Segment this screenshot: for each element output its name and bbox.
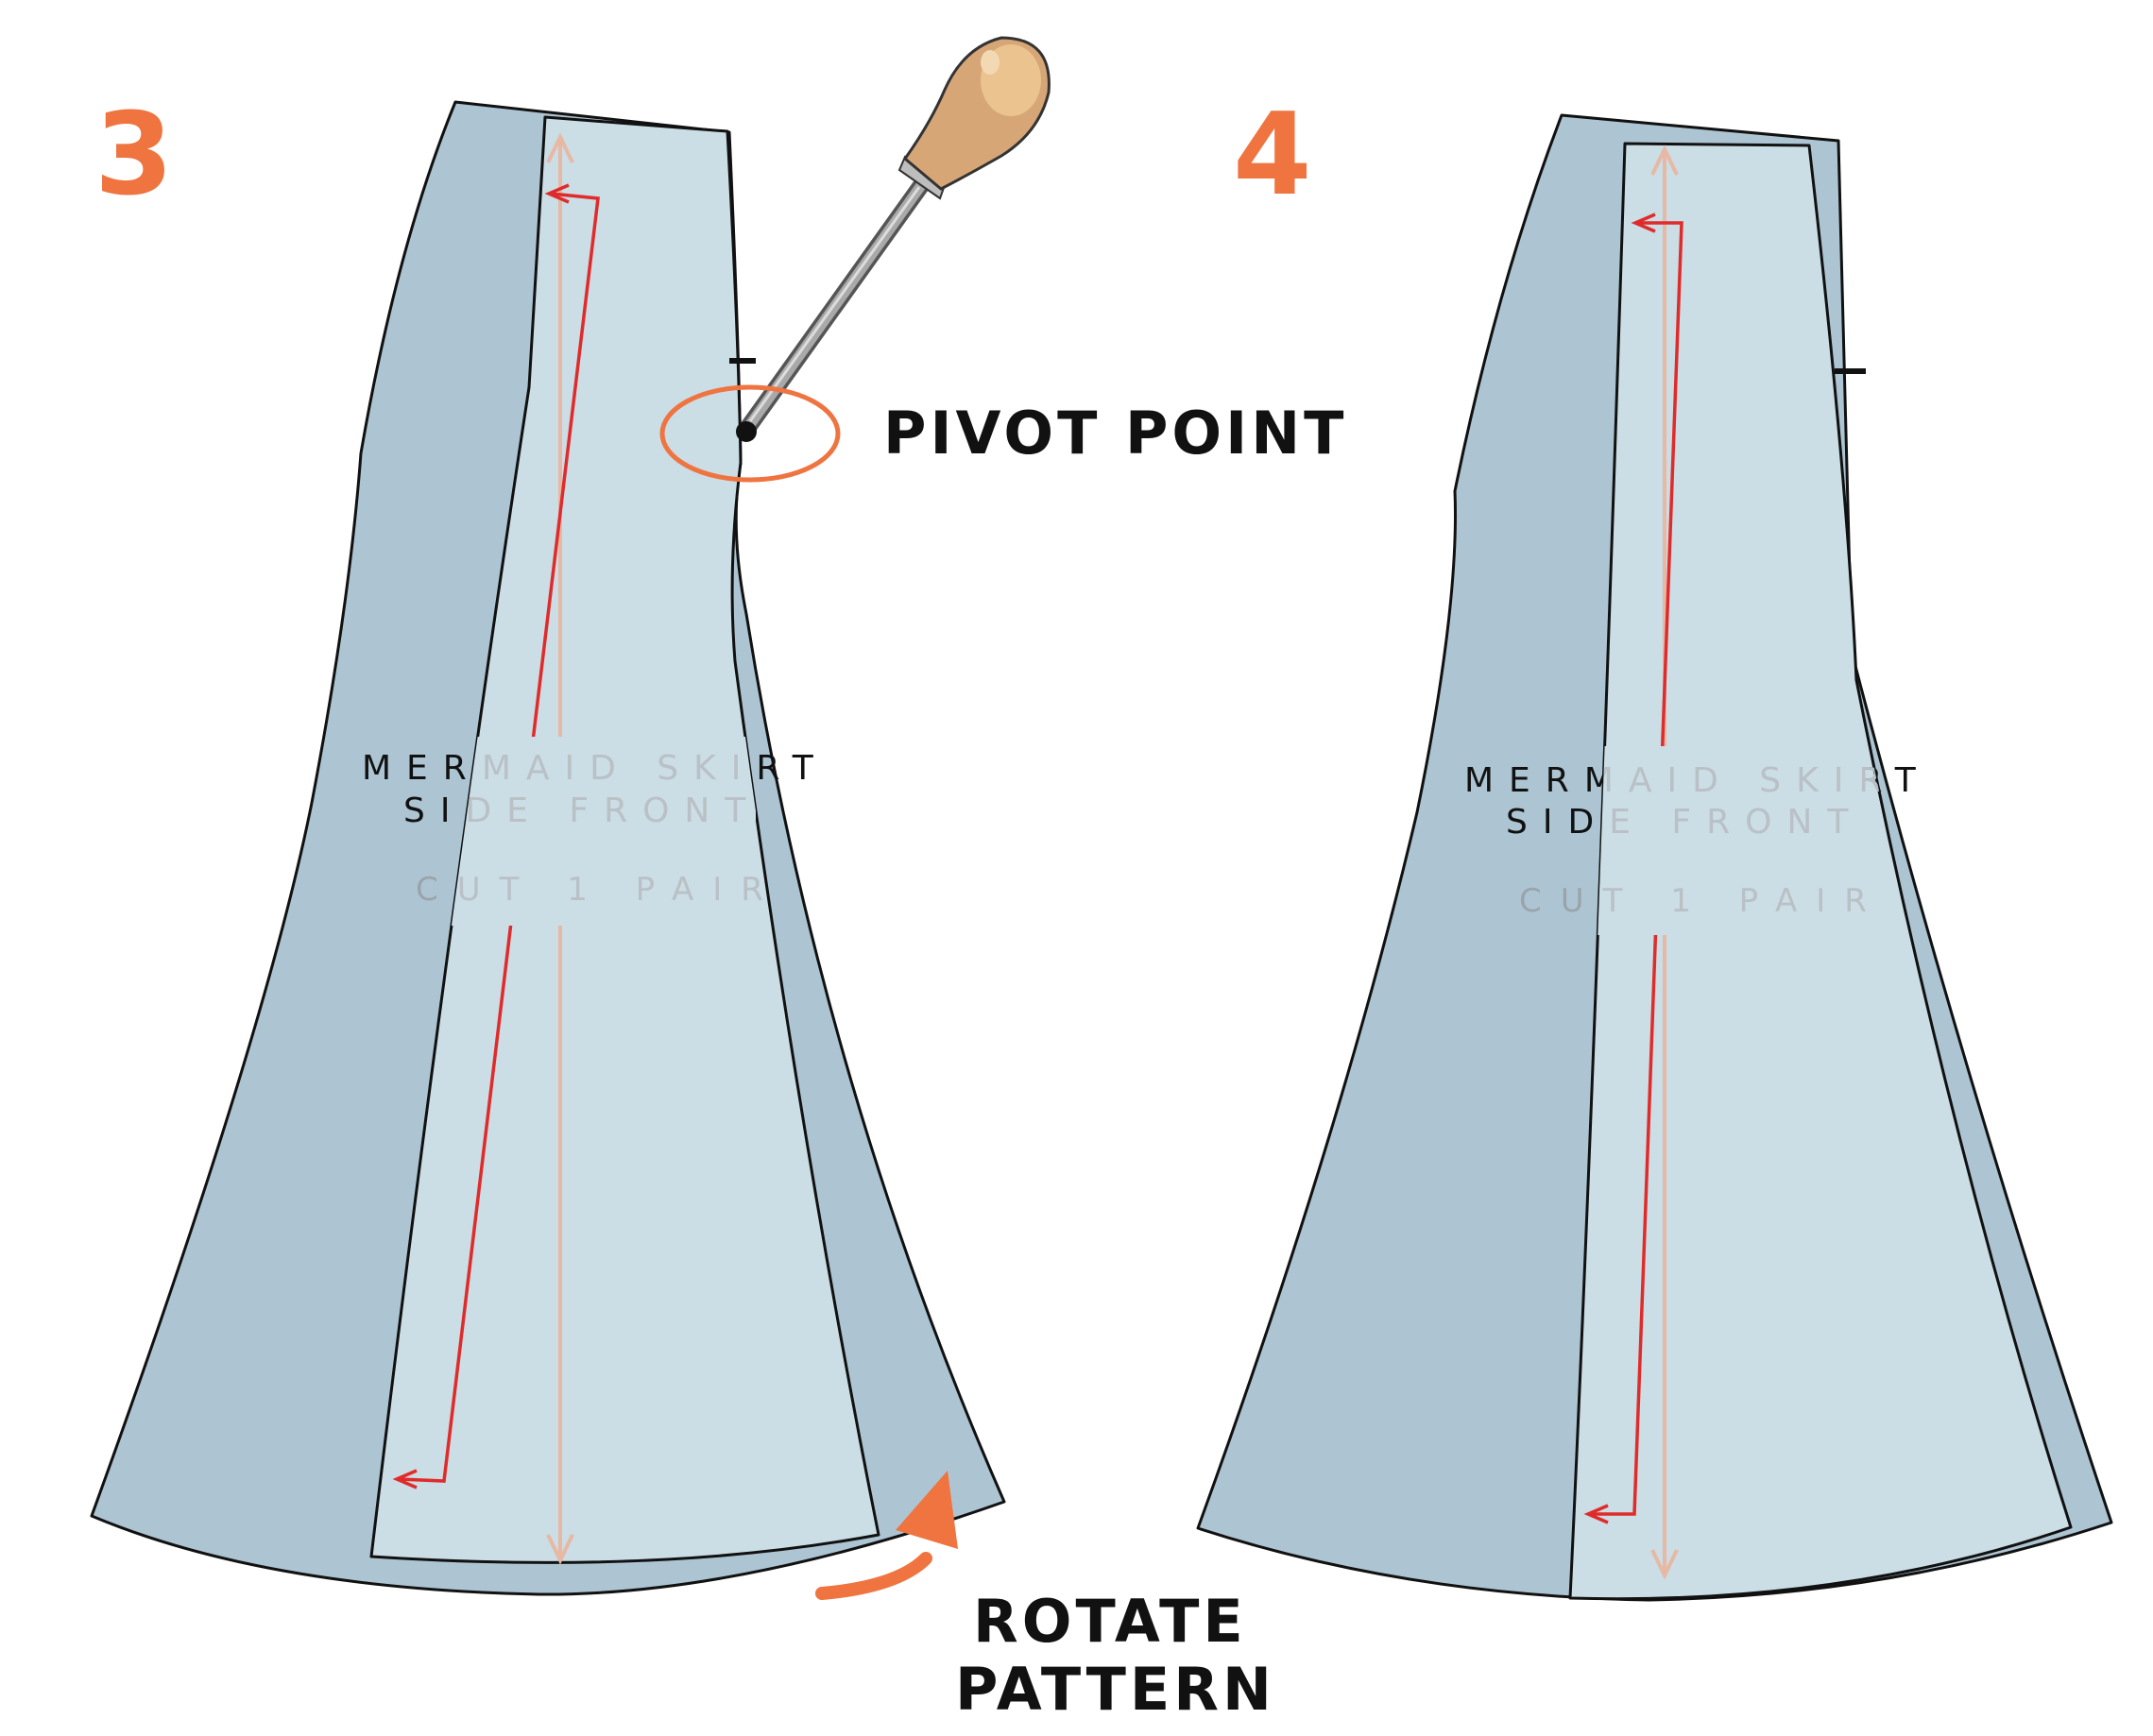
step-3-number: 3 (94, 90, 174, 221)
step-4-number: 4 (1233, 90, 1312, 221)
pivot-point-dot (736, 421, 757, 442)
step-4-panel: 4 MERMAID SKIRT SIDE FRONT CUT 1 PAIR ME… (1196, 90, 2113, 1602)
pivot-point-label: PIVOT POINT (883, 399, 1347, 468)
pivot-point-circle (659, 384, 841, 483)
step-4-label-line1-faint: MERMAID SKIRT (1464, 761, 1931, 800)
rotate-pattern-label-line1: ROTATE (973, 1587, 1247, 1656)
step-3-cut-text-faint: CUT 1 PAIR (416, 871, 782, 909)
step-3-panel: 3 MERMAID SKIRT SIDE FRONT CUT 1 PAIR ME… (90, 36, 1347, 1724)
awl-icon (738, 36, 1051, 438)
step-4-cut-text-faint: CUT 1 PAIR (1519, 882, 1886, 920)
rotate-arrow-icon (815, 1471, 958, 1600)
step-4-label-line2-faint: SIDE FRONT (1506, 803, 1863, 842)
rotate-pattern-label-line2: PATTERN (955, 1655, 1275, 1724)
pivot-point-marker (659, 384, 841, 483)
